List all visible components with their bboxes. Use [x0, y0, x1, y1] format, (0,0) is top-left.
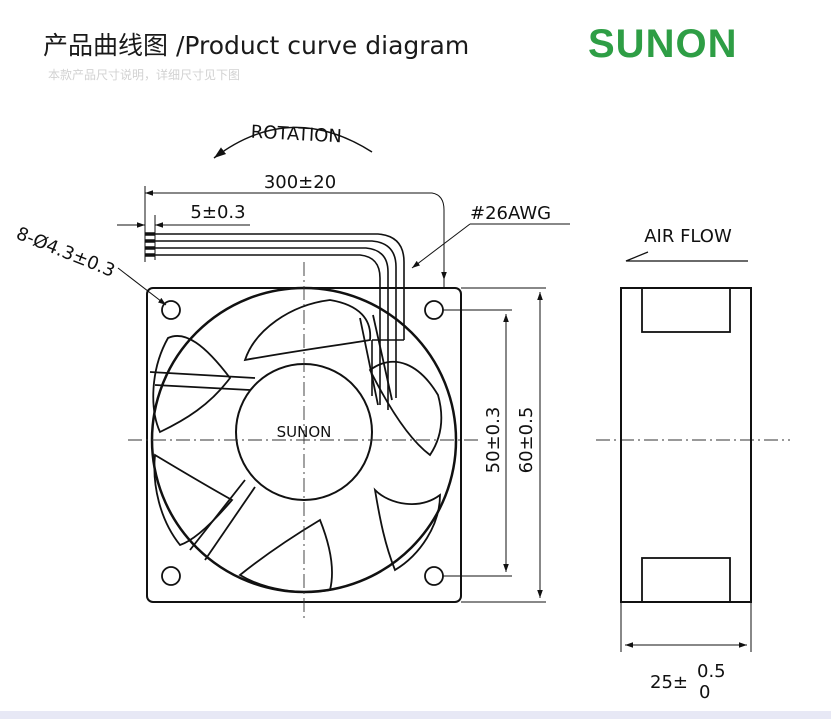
strip-length-dimension	[117, 215, 250, 260]
strip-length-label: 5±0.3	[190, 202, 245, 223]
title-en: /Product curve diagram	[175, 31, 470, 60]
mounting-holes	[161, 300, 444, 586]
mount-hole-leader	[117, 267, 167, 306]
brand-logo: SUNON	[588, 22, 738, 66]
cable-length-label: 300±20	[264, 172, 336, 193]
bottom-bar	[0, 711, 831, 719]
thickness-lower-tol: 0	[699, 682, 710, 703]
lead-wires	[145, 233, 405, 410]
thickness-dimension	[620, 602, 752, 652]
wire-ends	[145, 232, 155, 257]
cable-length-dimension	[144, 186, 447, 288]
mount-holes-label: 8-Ø4.3±0.3	[13, 223, 118, 282]
fan-blades	[152, 299, 443, 593]
center-lines	[128, 262, 790, 622]
frame-size-label: 60±0.5	[516, 407, 537, 474]
hub-label: SUNON	[277, 423, 332, 441]
wire-gauge-label: #26AWG	[470, 203, 551, 224]
thickness-base: 25±	[650, 672, 688, 693]
air-flow-label: AIR FLOW	[644, 226, 732, 247]
page-subtitle: 本款产品尺寸说明，详细尺寸见下图	[48, 68, 241, 82]
thickness-upper-tol: 0.5	[697, 661, 726, 682]
height-dimensions	[443, 287, 546, 603]
rotation-arrow	[213, 126, 373, 159]
title-cn: 产品曲线图	[43, 31, 169, 60]
fan-struts	[149, 314, 393, 561]
fan-side-view	[620, 287, 752, 603]
air-flow-arrow	[625, 251, 748, 262]
thickness-label: 25±	[650, 672, 688, 693]
page-title: 产品曲线图 /Product curve diagram	[43, 26, 469, 62]
hole-spacing-label: 50±0.3	[483, 407, 504, 474]
rotation-label: ROTATION	[250, 122, 342, 148]
wire-gauge-leader	[411, 223, 570, 269]
